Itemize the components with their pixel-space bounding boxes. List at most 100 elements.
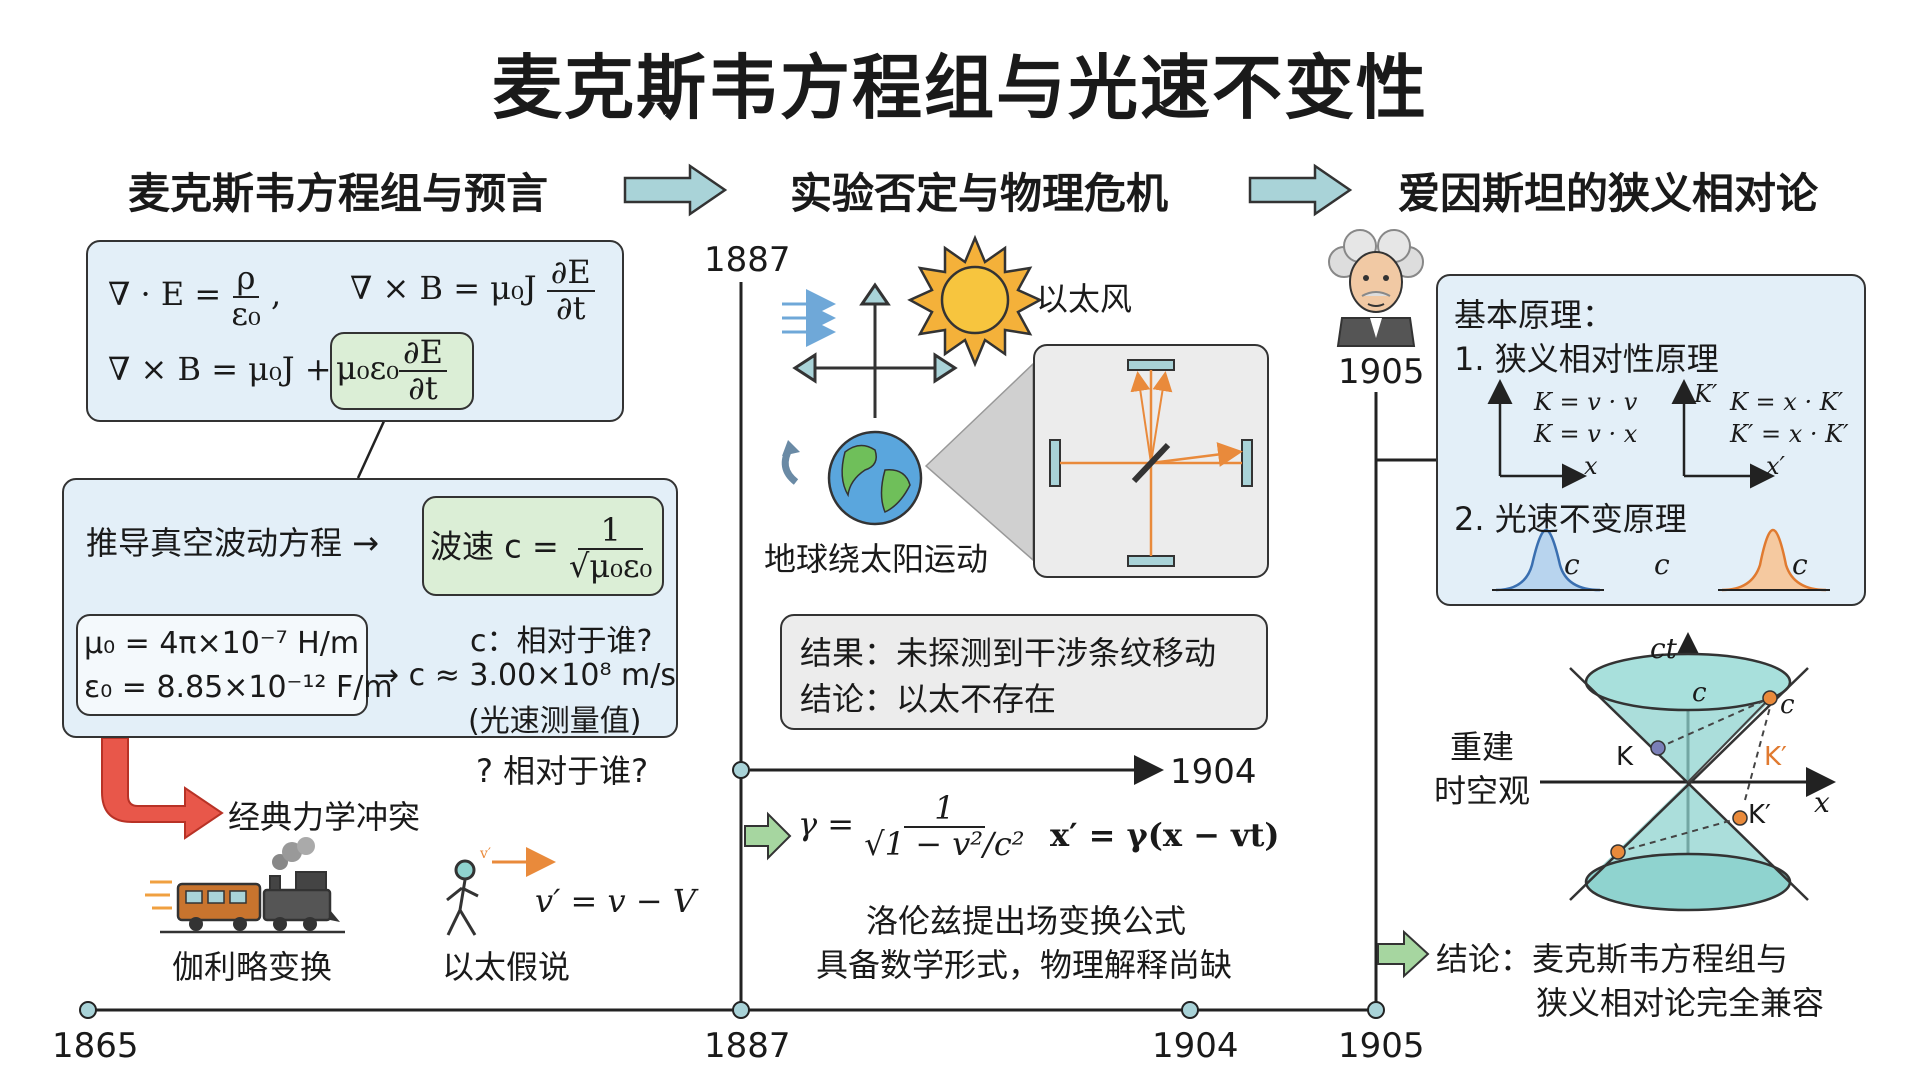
axis-label-xp: x′: [1766, 452, 1785, 480]
wave-speed-formula: 波速 c = 1√μ₀ε₀: [430, 513, 653, 585]
train-icon: [145, 837, 345, 934]
formula-kp-xk: K′ = x · K′: [1730, 420, 1849, 448]
lorentz-factor-lhs: γ =: [798, 805, 865, 844]
gauss-law-denominator: ε₀: [231, 294, 261, 333]
displacement-current-coef: μ₀ε₀: [336, 349, 400, 388]
earth-orbit-label: 地球绕太阳运动: [764, 540, 989, 578]
displacement-current-term: μ₀ε₀∂E∂t: [336, 335, 447, 407]
cone-label-c-1: c: [1692, 678, 1707, 708]
year-label-1905: 1905: [1338, 1026, 1425, 1066]
conflict-arrow: [101, 737, 224, 840]
basic-principles-label: 基本原理：: [1454, 296, 1615, 334]
lorentz-factor-denominator: √1 − v²/c²: [864, 824, 1025, 863]
principle-1: 1. 狭义相对性原理: [1454, 340, 1719, 378]
lorentz-factor-numerator: 1: [904, 791, 985, 828]
walking-person-icon: [446, 847, 556, 936]
arrow-lorentz: [744, 811, 792, 861]
speed-label-1: c: [1564, 548, 1580, 581]
year-1904-mid: 1904: [1170, 752, 1257, 792]
final-conclusion-1: 结论：麦克斯韦方程组与: [1436, 940, 1789, 978]
gauss-law-lhs: ∇ · E =: [108, 275, 232, 314]
eps0-value: ε₀ = 8.85×10⁻¹² F/m: [84, 670, 393, 705]
cone-label-k: K: [1616, 742, 1634, 772]
earth-icon: [781, 430, 923, 526]
lorentz-factor: γ = 1√1 − v²/c²: [798, 791, 1025, 863]
wave-speed-box: [422, 496, 664, 596]
small-velocity-label: v′: [480, 846, 492, 862]
galilean-transform-label: 伽利略变换: [172, 948, 333, 986]
final-conclusion-2: 狭义相对论完全兼容: [1536, 984, 1825, 1022]
interferometer-arms-icon: [792, 282, 958, 418]
page-title: 麦克斯韦方程组与光速不变性: [492, 47, 1428, 129]
cone-label-kp-2: K′: [1748, 800, 1771, 830]
derive-wave-eq: 推导真空波动方程 →: [86, 524, 379, 562]
year-1887-top: 1887: [704, 240, 791, 280]
year-1905-top: 1905: [1338, 352, 1425, 392]
section-arrow-1: [623, 163, 728, 217]
displacement-current-denominator: ∂t: [408, 368, 438, 407]
rebuild-label-2: 时空观: [1434, 772, 1531, 810]
gauss-law-comma: ,: [270, 275, 282, 314]
timeline-dot-1887: [732, 1001, 750, 1019]
ampere-law-denominator: ∂t: [556, 288, 586, 327]
cone-axis-x: x: [1814, 786, 1830, 819]
displacement-current-box: [330, 332, 474, 410]
year-label-1865: 1865: [52, 1026, 139, 1066]
zoom-wedge: [924, 362, 1034, 562]
section-title-crisis: 实验否定与物理危机: [790, 169, 1169, 218]
result-box: [780, 614, 1268, 730]
classical-conflict: 经典力学冲突: [228, 798, 421, 836]
section-arrow-2: [1248, 163, 1353, 217]
speed-label-2: c: [1654, 548, 1670, 581]
gauss-law-numerator: ρ: [232, 261, 260, 298]
rebuild-label-1: 重建: [1450, 728, 1515, 766]
conclusion-text: 结论：以太不存在: [800, 680, 1057, 718]
ether-hypothesis-label: 以太假说: [442, 948, 571, 986]
formula-k-vv: K = v · v: [1534, 388, 1638, 416]
cone-label-kp-1: K′: [1764, 742, 1787, 772]
wave-speed-numerator: 1: [578, 513, 643, 550]
section-title-relativity: 爱因斯坦的狭义相对论: [1398, 169, 1819, 218]
ampere-law: ∇ × B = μ₀J ∂E∂t: [350, 255, 595, 327]
lorentz-text-1: 洛伦兹提出场变换公式: [866, 902, 1187, 940]
einstein-portrait-icon: [1328, 229, 1424, 347]
ampere-law-numerator: ∂E: [546, 255, 595, 292]
formula-k-xk: K = x · K′: [1730, 388, 1844, 416]
lorentz-transform: x′ = γ(x − vt): [1050, 816, 1280, 854]
c-relative-question: c：相对于谁?: [470, 624, 653, 659]
constants-box: [76, 614, 368, 716]
ether-wind-label: 以太风: [1036, 280, 1133, 318]
principle-2: 2. 光速不变原理: [1454, 500, 1687, 538]
result-text: 结果：未探测到干涉条纹移动: [800, 634, 1217, 672]
c-measured-label: (光速测量值): [468, 704, 642, 739]
arrow-final: [1377, 929, 1430, 979]
displacement-current-numerator: ∂E: [399, 335, 447, 372]
ether-wind-icon: [782, 289, 836, 347]
mu0-value: μ₀ = 4π×10⁻⁷ H/m: [84, 626, 360, 661]
interferometer-box: [1033, 344, 1269, 578]
year-label-1887: 1887: [704, 1026, 791, 1066]
wave-speed-denominator: √μ₀ε₀: [568, 546, 653, 585]
year-label-1904: 1904: [1152, 1026, 1239, 1066]
ampere-law-lhs: ∇ × B = μ₀J: [350, 269, 537, 308]
formula-k-vx: K = v · x: [1534, 420, 1638, 448]
speed-label-3: c: [1792, 548, 1808, 581]
timeline-dot-1865: [79, 1001, 97, 1019]
axis-label-kp: K′: [1694, 380, 1718, 408]
wave-speed-label: 波速 c =: [430, 527, 569, 566]
ampere-maxwell-lhs: ∇ × B = μ₀J +: [108, 350, 332, 388]
section-title-maxwell: 麦克斯韦方程组与预言: [128, 169, 549, 218]
sun-icon: [907, 234, 1043, 368]
cone-label-c-2: c: [1780, 690, 1795, 720]
galilean-velocity-formula: v′ = v − V: [535, 882, 696, 920]
light-cone-diagram: [1540, 632, 1836, 912]
relative-to-whom: ? 相对于谁?: [476, 752, 649, 790]
axis-label-x: x: [1584, 452, 1598, 480]
lorentz-text-2: 具备数学形式，物理解释尚缺: [816, 946, 1233, 984]
mid-timeline-dot: [732, 761, 750, 779]
timeline-dot-1905: [1367, 1001, 1385, 1019]
timeline-dot-1904: [1181, 1001, 1199, 1019]
cone-axis-ct: ct: [1650, 632, 1677, 665]
